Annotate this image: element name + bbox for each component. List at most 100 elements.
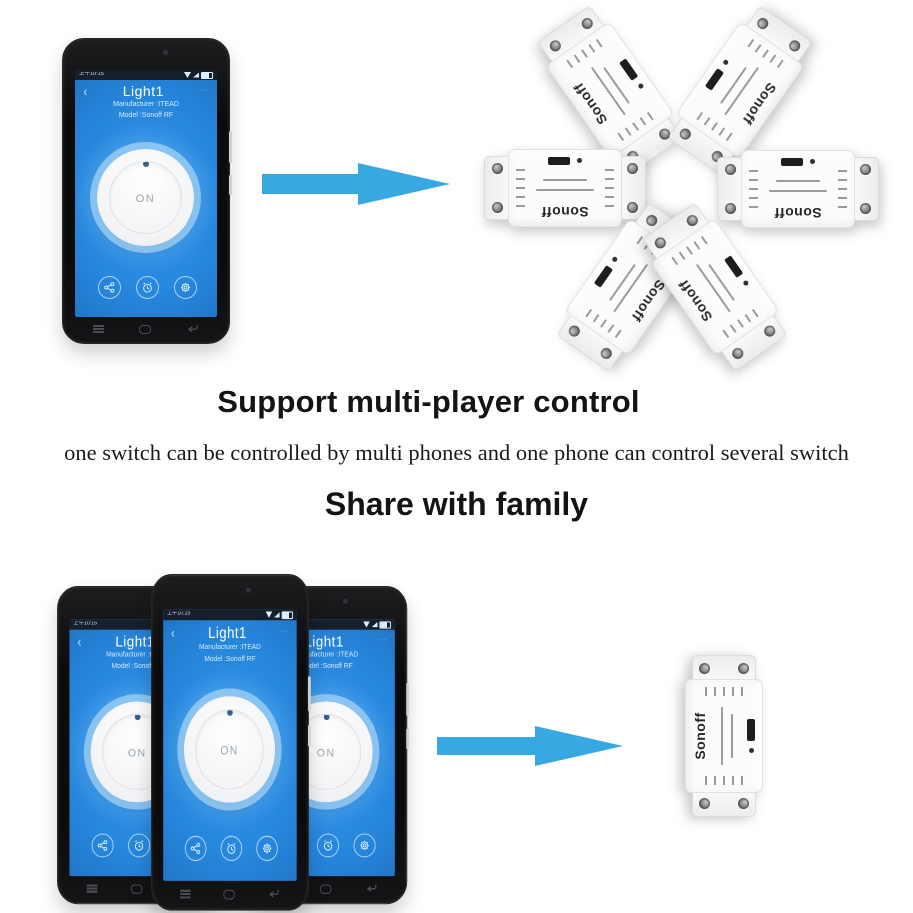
battery-icon — [201, 71, 213, 79]
screw-icon — [677, 126, 693, 142]
settings-gear-icon[interactable] — [256, 835, 278, 862]
right-arrow — [262, 163, 450, 205]
switch-slot-single: Sonoff — [685, 655, 763, 817]
alarm-icon[interactable] — [128, 833, 151, 858]
phone-side-button — [229, 131, 232, 163]
spec-text-line — [769, 190, 827, 192]
switch-body: Sonoff — [741, 150, 855, 228]
headline-share-family: Share with family — [324, 486, 589, 522]
terminal-marks — [838, 170, 847, 210]
screw-icon — [579, 15, 595, 32]
android-nav-bar — [63, 321, 229, 337]
sonoff-brand-text: Sonoff — [692, 712, 708, 760]
screw-icon — [699, 663, 710, 674]
smartphone: 上午10:15 ‹ Light1 ⋯ Manufacturer :ITEAD M… — [62, 38, 232, 344]
screw-icon — [699, 798, 710, 809]
manufacturer-line: Manufacturer :ITEAD — [113, 101, 179, 108]
phone-side-button — [406, 682, 410, 716]
itead-logo-badge — [704, 68, 725, 91]
screw-icon — [725, 164, 736, 175]
button-indicator-dot — [134, 713, 141, 721]
sonoff-smart-switch: Sonoff — [717, 150, 879, 228]
power-on-button[interactable]: ON — [97, 149, 194, 246]
share-icon[interactable] — [98, 276, 121, 299]
itead-logo-badge — [724, 255, 744, 278]
terminal-marks — [516, 169, 525, 209]
spec-text-line — [721, 707, 723, 765]
app-header: ‹ Light1 ⋯ — [163, 622, 296, 642]
back-icon[interactable] — [186, 324, 199, 334]
signal-icon — [274, 611, 280, 618]
back-chevron-icon[interactable]: ‹ — [170, 623, 176, 642]
switch-body: Sonoff — [685, 679, 763, 793]
more-options-icon[interactable]: ⋯ — [198, 85, 209, 96]
itead-logo-badge — [747, 719, 755, 741]
spec-text-line — [731, 714, 733, 758]
phone-camera-dot — [342, 598, 348, 604]
home-icon[interactable] — [319, 883, 332, 894]
screw-icon — [598, 345, 614, 362]
spec-text-line — [776, 180, 820, 182]
wifi-icon — [184, 72, 191, 78]
screw-icon — [738, 798, 749, 809]
menu-icon[interactable] — [86, 884, 98, 893]
switch-end-cap — [692, 655, 756, 682]
screw-icon — [627, 202, 638, 213]
power-on-button[interactable]: ON — [183, 696, 276, 803]
home-icon[interactable] — [223, 889, 235, 900]
device-title: Light1 — [122, 83, 164, 99]
subtitle-text: one switch can be controlled by multi ph… — [64, 440, 849, 465]
alarm-icon[interactable] — [220, 835, 243, 862]
switch-label: Sonoff — [692, 698, 755, 774]
screw-icon — [725, 203, 736, 214]
menu-icon[interactable] — [180, 889, 191, 899]
signal-icon — [193, 72, 199, 78]
home-icon[interactable] — [139, 324, 151, 334]
screw-icon — [787, 38, 803, 54]
button-indicator-dot — [226, 709, 233, 716]
battery-icon — [281, 610, 293, 619]
back-icon[interactable] — [268, 889, 280, 900]
screw-icon — [547, 38, 563, 54]
back-chevron-icon[interactable]: ‹ — [77, 632, 82, 650]
alarm-icon[interactable] — [136, 276, 159, 299]
app-footer — [163, 835, 296, 862]
label-badge-row — [548, 157, 582, 165]
android-nav-bar — [152, 885, 308, 903]
signal-icon — [371, 621, 378, 628]
screw-icon — [652, 235, 668, 251]
right-arrow — [437, 726, 623, 766]
status-time: 上午10:15 — [73, 621, 98, 627]
switch-end-cap — [717, 157, 744, 221]
screw-icon — [762, 323, 778, 339]
sonoff-brand-text: Sonoff — [628, 276, 669, 325]
status-icons — [363, 620, 391, 629]
more-options-icon[interactable]: ⋯ — [279, 625, 290, 638]
label-badge-row — [781, 158, 815, 166]
menu-icon[interactable] — [93, 325, 104, 333]
home-icon[interactable] — [130, 883, 143, 894]
switch-label: Sonoff — [527, 157, 603, 220]
terminal-marks — [703, 687, 743, 696]
model-line: Model :Sonoff RF — [300, 662, 353, 671]
alarm-icon[interactable] — [317, 833, 340, 858]
share-icon[interactable] — [184, 835, 207, 862]
manufacturer-line: Manufacturer :ITEAD — [295, 651, 359, 659]
sonoff-smart-switch: Sonoff — [685, 655, 763, 817]
label-badge-row — [724, 255, 750, 287]
spec-text-line — [543, 179, 587, 181]
manufacturer-line: Manufacturer :ITEAD — [106, 651, 170, 659]
settings-gear-icon[interactable] — [353, 833, 376, 858]
screw-icon — [566, 323, 582, 339]
spec-text-line — [536, 189, 594, 191]
settings-gear-icon[interactable] — [174, 276, 197, 299]
phone-slot-top: 上午10:15 ‹ Light1 ⋯ Manufacturer :ITEAD M… — [62, 38, 232, 344]
more-options-icon[interactable]: ⋯ — [377, 634, 388, 647]
share-icon[interactable] — [91, 833, 114, 858]
back-chevron-icon[interactable]: ‹ — [83, 83, 88, 99]
phone-camera-dot — [245, 587, 251, 593]
phone-side-button — [307, 724, 311, 747]
device-title: Light1 — [208, 623, 247, 642]
back-icon[interactable] — [365, 883, 377, 893]
